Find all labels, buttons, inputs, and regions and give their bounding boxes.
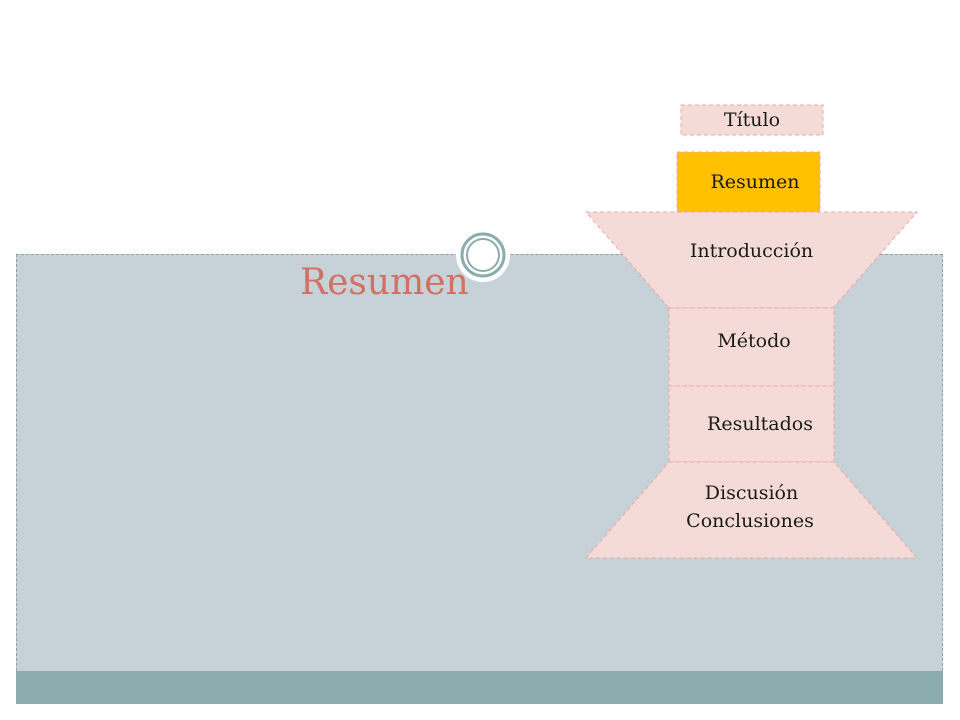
conclusiones-label: Conclusiones xyxy=(686,510,814,532)
discusion-label: Discusión xyxy=(704,482,799,504)
circle-ornament-icon xyxy=(456,228,510,282)
resultados-box xyxy=(668,385,835,463)
footer-bar xyxy=(16,671,943,704)
introduccion-label: Introducción xyxy=(689,240,814,262)
metodo-label: Método xyxy=(717,330,791,352)
resultados-label: Resultados xyxy=(707,413,813,435)
discusion-funnel xyxy=(584,461,919,559)
titulo-box xyxy=(680,104,824,136)
slide-title: Resumen xyxy=(300,262,469,303)
resumen-label: Resumen xyxy=(710,171,800,193)
titulo-label: Título xyxy=(723,109,781,131)
metodo-box xyxy=(668,307,835,387)
